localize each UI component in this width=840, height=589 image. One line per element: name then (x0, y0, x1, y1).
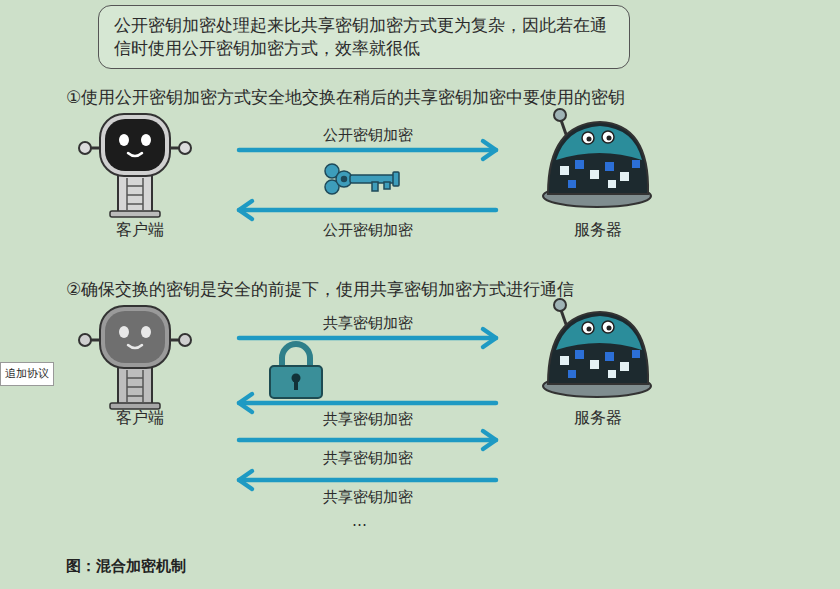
lock-icon (270, 344, 322, 398)
key-icon (325, 164, 399, 194)
step-heading: ①使用公开密钥加密方式安全地交换在稍后的共享密钥加密中要使用的密钥 (66, 86, 625, 108)
arrow-connector (239, 394, 496, 412)
edge-label: 共享密钥加密 (323, 448, 413, 468)
server-robot (543, 109, 651, 207)
node-label: 服务器 (574, 408, 622, 428)
arrow-connector (239, 471, 496, 489)
note-box: 公开密钥加密处理起来比共享密钥加密方式更为复杂，因此若在通信时使用公开密钥加密方… (98, 5, 630, 69)
arrow-shaft (239, 336, 496, 341)
server-robot (543, 299, 651, 397)
node-label: 服务器 (574, 220, 622, 240)
client-node: 客户端 (50, 108, 230, 242)
arrow-shaft (239, 148, 496, 153)
server-node: 服务器 (505, 296, 690, 506)
ellipsis-note: … (352, 510, 367, 532)
node-label: 客户端 (116, 220, 164, 240)
client-robot (79, 306, 191, 409)
step-heading: ②确保交换的密钥是安全的前提下，使用共享密钥加密方式进行通信 (66, 278, 574, 300)
client-robot (79, 114, 191, 217)
arrow-head (239, 201, 252, 219)
edge-label: 共享密钥加密 (323, 409, 413, 429)
arrow-head (483, 329, 496, 347)
note-text: 公开密钥加密处理起来比共享密钥加密方式更为复杂，因此若在通信时使用公开密钥加密方… (114, 14, 614, 60)
tooltip-label: 追加协议 (0, 362, 54, 386)
node-label: 客户端 (116, 408, 164, 428)
server-node: 服务器 (505, 108, 690, 242)
arrow-head (483, 141, 496, 159)
arrow-shaft (239, 438, 496, 443)
client-node: 客户端 (50, 296, 230, 506)
arrow-head (239, 394, 252, 412)
figure-caption: 图：混合加密机制 (66, 555, 186, 577)
arrow-shaft (239, 478, 496, 483)
edge-label: 公开密钥加密 (323, 125, 413, 145)
edge-label: 公开密钥加密 (323, 220, 413, 240)
arrow-shaft (239, 401, 496, 406)
edge-label: 共享密钥加密 (323, 487, 413, 507)
edge-label: 共享密钥加密 (323, 313, 413, 333)
arrow-shaft (239, 208, 496, 213)
arrow-connector (239, 201, 496, 219)
arrow-head (483, 431, 496, 449)
arrow-head (239, 471, 252, 489)
arrow-connector (239, 431, 496, 449)
